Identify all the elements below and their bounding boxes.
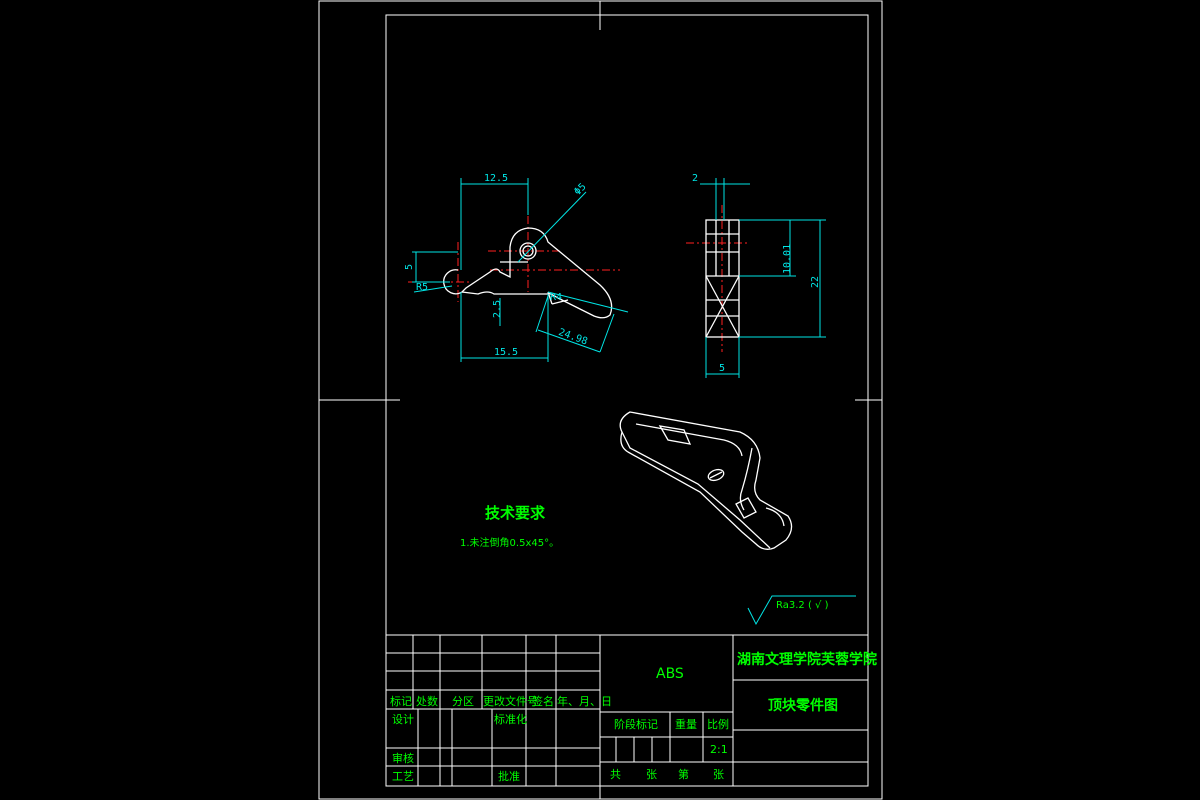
technical-requirements: 技术要求 1.未注倒角0.5x45°。: [460, 504, 559, 549]
tb-col-sign: 签名: [532, 694, 554, 708]
tb-sheets: 张: [646, 768, 657, 781]
tb-stage-mark: 阶段标记: [614, 717, 658, 731]
tb-row-check: 审核: [392, 751, 414, 765]
dim-offset: 2.5: [492, 300, 503, 318]
tb-row-process: 工艺: [392, 770, 414, 783]
dim-left-radius: R5: [416, 282, 428, 293]
dim-top-width: 12.5: [484, 173, 508, 184]
dim-side-bottom: 5: [719, 363, 725, 374]
tb-col-zone: 分区: [452, 695, 474, 708]
tech-req-item: 1.未注倒角0.5x45°。: [460, 536, 559, 549]
tb-row-standard: 标准化: [494, 712, 527, 726]
tb-drawing-name: 顶块零件图: [768, 697, 838, 714]
front-view: 12.5 Φ5 5 R5 R4 2.5 24.98 15.5: [404, 173, 629, 362]
dim-side-inner: 10.01: [782, 244, 793, 274]
dim-bottom-width: 15.5: [494, 347, 518, 358]
dim-side-top: 2: [692, 173, 698, 184]
title-block: 标记 处数 分区 更改文件号 签名 年、月、日 设计 标准化 审核 工艺 批准 …: [385, 634, 877, 787]
tb-total: 共: [610, 768, 621, 781]
tb-col-mark: 标记: [390, 694, 412, 708]
tb-school-name: 湖南文理学院芙蓉学院: [737, 651, 877, 668]
tb-col-doc: 更改文件号: [483, 694, 538, 708]
dim-arm-length: 24.98: [557, 327, 589, 348]
tb-col-date: 年、月、日: [557, 694, 612, 708]
tb-row-design: 设计: [392, 713, 414, 726]
tb-scale-value: 2:1: [710, 743, 728, 756]
dim-side-height: 22: [810, 276, 821, 288]
tb-weight: 重量: [675, 717, 697, 731]
dim-small-radius: R4: [550, 292, 562, 303]
tb-sheet-unit: 张: [713, 768, 724, 781]
tb-row-approve: 批准: [498, 769, 520, 783]
surface-roughness: Ra3.2 ( √ ): [747, 595, 856, 626]
tb-material: ABS: [656, 666, 684, 682]
isometric-view: [619, 411, 793, 550]
roughness-note: Ra3.2 ( √ ): [776, 600, 829, 611]
tb-sheet-no: 第: [678, 767, 689, 781]
tech-req-heading: 技术要求: [485, 504, 546, 522]
dim-left-height: 5: [404, 264, 415, 270]
dim-hole-diameter: Φ5: [572, 181, 588, 197]
side-view: 2 10.01 22 5: [686, 173, 826, 378]
tb-scale-label: 比例: [707, 717, 729, 731]
tb-col-count: 处数: [416, 695, 438, 708]
